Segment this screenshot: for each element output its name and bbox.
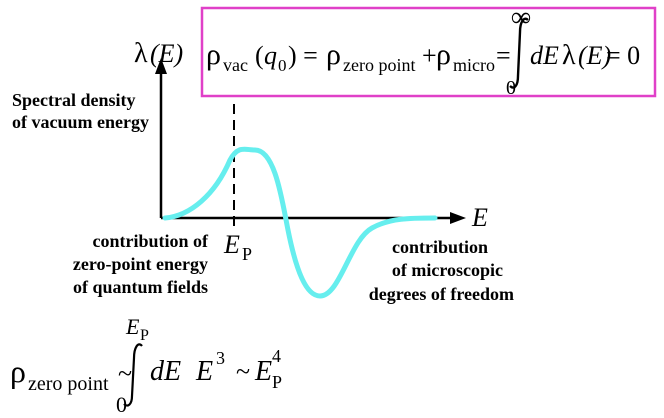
micro-subscript: micro [453,55,495,75]
zero-lower-limit: 0 [506,77,516,99]
rho-zero-point: ρ [326,38,341,71]
bottom-exp4: 4 [272,346,281,366]
microscopic-line3: degrees of freedom [369,284,514,304]
planck-energy-E: E [223,230,240,259]
lambda-term: λ [562,40,576,71]
bottom-tilde1: ~ [118,359,132,388]
bottom-rho: ρ [10,353,26,389]
zero-point-line1: contribution of [92,231,209,251]
close-equals: ) = [288,41,324,70]
bottom-exp3: 3 [216,348,225,368]
spectral-density-line2: of vacuum energy [12,112,149,132]
x-axis-label: E [471,203,488,232]
y-axis-arg: (E) [150,39,183,68]
equals-sign: = [496,41,511,70]
plus-sign: + [422,41,437,70]
bottom-upper-subscript: P [140,327,149,344]
spectral-density-curve [162,146,438,299]
bottom-formula: ρ zero point ~ E P 0 dE E 3 ~ E P 4 [10,314,282,417]
x-axis-arrow [450,212,466,224]
box-formula: ρ vac ( q 0 ) = ρ zero point + ρ micro =… [206,2,576,99]
q-symbol: q [264,41,277,70]
spectral-density-line1: Spectral density [12,90,136,110]
rho-vac: ρ [206,38,221,71]
open-paren: ( [255,41,264,70]
planck-energy-subscript: P [242,244,252,264]
zero-point-subscript: zero point [343,55,415,75]
zero-point-line2: zero-point energy [73,254,208,274]
vac-subscript: vac [223,55,248,75]
formula-box [200,6,657,98]
bottom-lower-limit: 0 [116,392,127,417]
dE-term: dE [530,41,559,70]
bottom-tilde2: ~ [236,357,250,386]
bottom-upper-E: E [125,314,140,339]
zero-point-line3: of quantum fields [73,277,208,297]
bottom-EP-subscript: P [272,372,282,392]
q-subscript: 0 [278,56,287,75]
bottom-dE: dE [150,356,181,387]
y-axis-arrow [155,58,167,74]
bottom-E: E [195,356,213,387]
infinity-limit: ∞ [511,2,531,33]
equals-zero: = 0 [606,41,640,70]
bottom-zero-point-subscript: zero point [28,373,109,395]
y-axis-lambda: λ [134,38,148,69]
rho-micro: ρ [436,38,451,71]
bottom-EP: E [254,356,272,387]
microscopic-line2: of microscopic [392,260,503,280]
integral-sign [509,17,529,89]
microscopic-line1: contribution [392,237,488,257]
lambda-arg: (E) [578,41,611,70]
bottom-integral-sign [123,343,143,407]
